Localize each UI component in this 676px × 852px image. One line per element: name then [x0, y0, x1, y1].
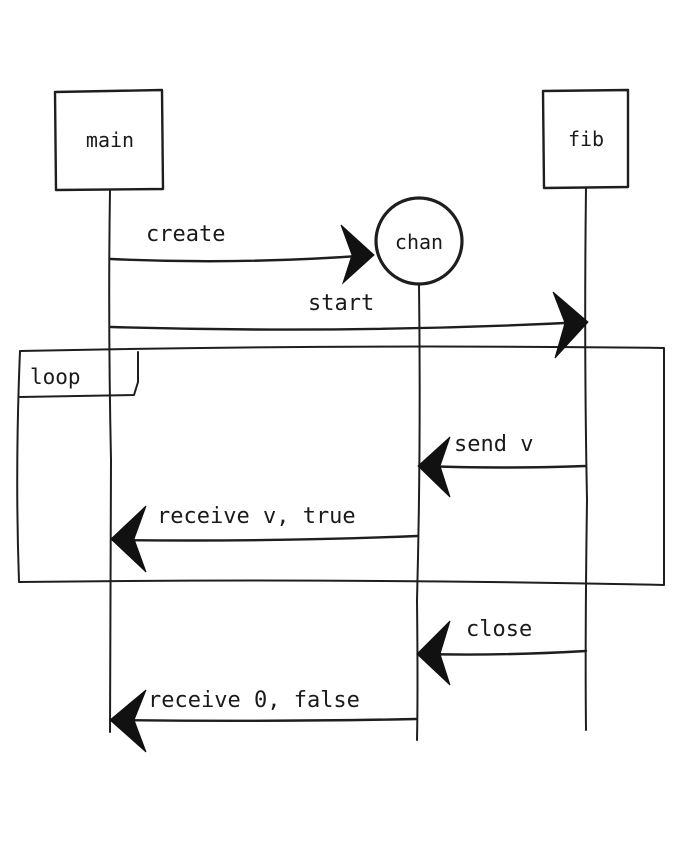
message-send-v: send v — [417, 432, 588, 498]
loop-frame-label: loop — [30, 365, 81, 389]
message-receive-0-false: receive 0, false — [109, 688, 418, 753]
message-receive-v-true-label: receive v, true — [157, 504, 356, 529]
participant-main-label: main — [86, 128, 134, 152]
lifeline-main — [108, 189, 112, 733]
lifeline-fib — [584, 187, 588, 731]
message-create-label: create — [146, 222, 225, 247]
participant-fib[interactable]: fib — [541, 88, 630, 190]
message-close: close — [416, 617, 588, 686]
lifeline-chan — [416, 283, 421, 741]
arrowhead-left-icon — [110, 505, 147, 573]
arrowhead-left-icon — [416, 620, 451, 686]
participant-chan-label: chan — [395, 230, 443, 254]
arrowhead-left-icon — [417, 436, 451, 498]
message-receive-v-true: receive v, true — [110, 504, 419, 573]
participant-chan[interactable]: chan — [374, 196, 464, 286]
arrowhead-left-icon — [109, 689, 147, 753]
message-start: start — [109, 291, 589, 359]
message-send-v-label: send v — [454, 432, 533, 457]
arrowhead-right-icon — [340, 224, 375, 285]
arrowhead-right-icon — [552, 291, 589, 359]
message-close-label: close — [466, 617, 532, 642]
message-create: create — [109, 222, 375, 285]
loop-frame-tab — [19, 351, 139, 398]
message-start-label: start — [308, 291, 374, 316]
participant-fib-label: fib — [568, 127, 604, 151]
participant-main[interactable]: main — [53, 88, 165, 192]
message-receive-0-false-label: receive 0, false — [148, 688, 360, 713]
loop-frame: loop — [16, 345, 665, 586]
